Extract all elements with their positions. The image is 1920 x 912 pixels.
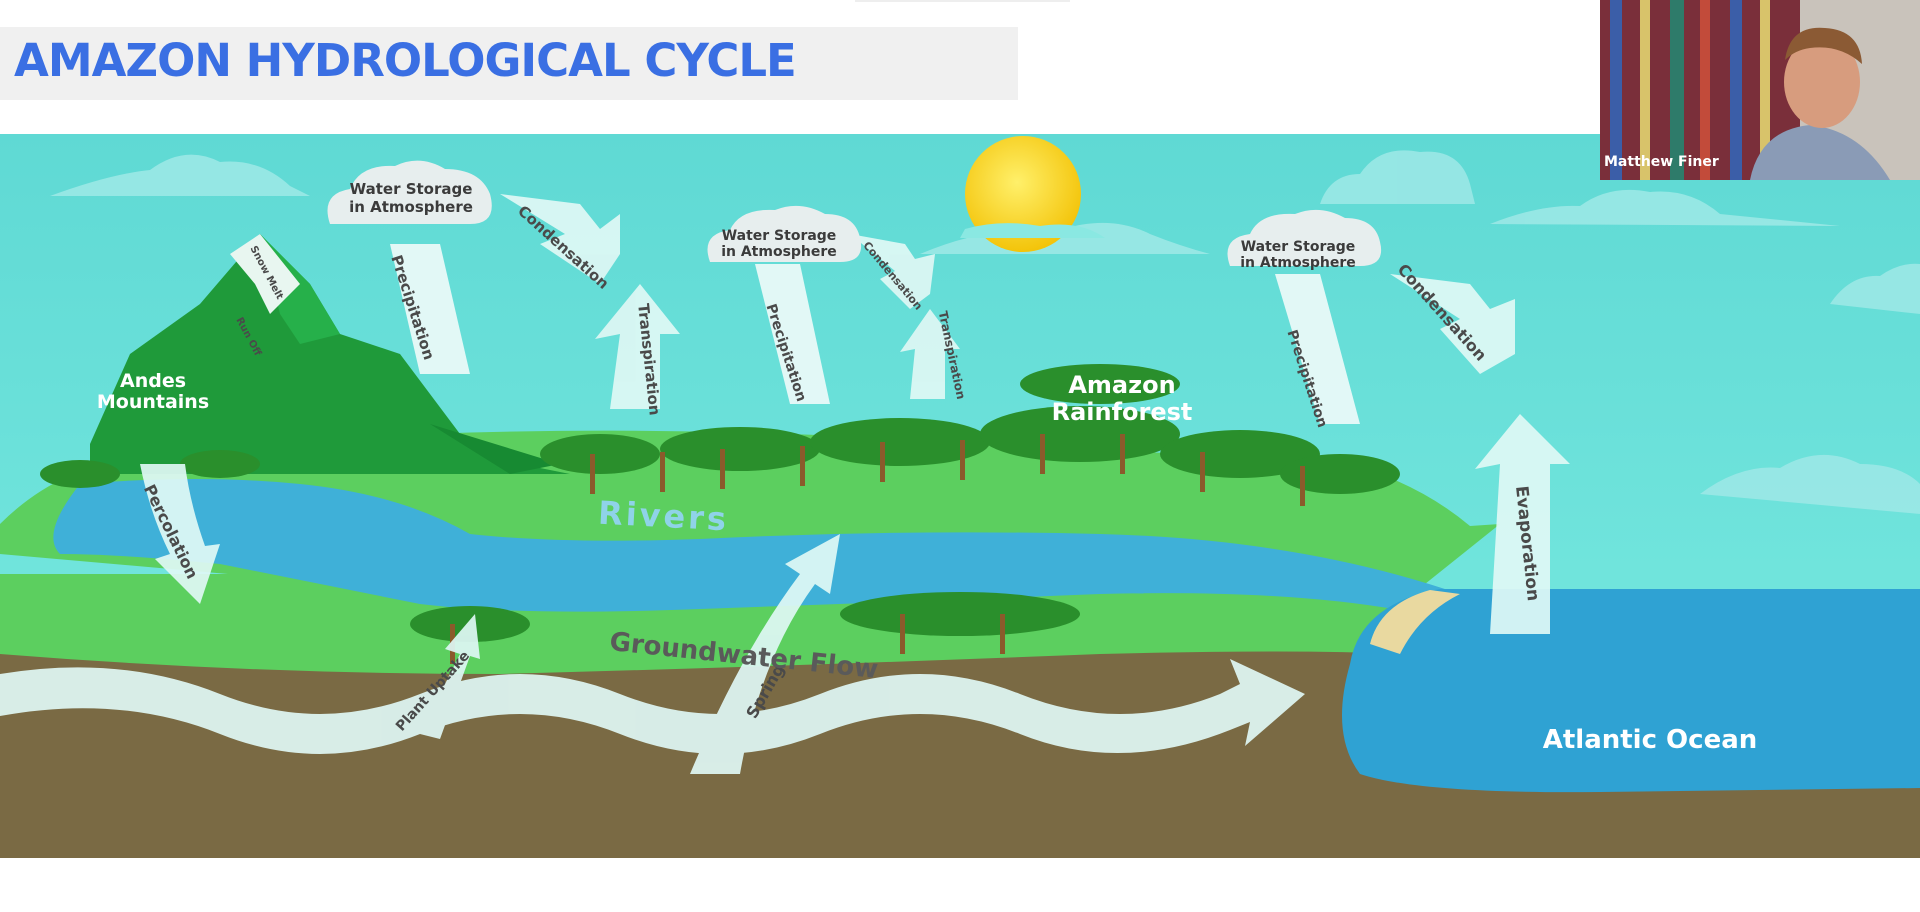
andes-label-line1: Andes <box>120 370 186 392</box>
andes-label-line2: Mountains <box>97 391 209 413</box>
sun <box>965 136 1081 252</box>
hydrological-cycle-diagram: Water Storage in Atmosphere Water Storag… <box>0 134 1920 886</box>
cloud-1-label-line1: Water Storage <box>350 180 473 198</box>
river <box>53 479 1460 614</box>
atlantic-ocean-label: Atlantic Ocean <box>1543 725 1758 755</box>
diagram-canvas: Water Storage in Atmosphere Water Storag… <box>0 134 1920 886</box>
process-arrows <box>0 194 1570 774</box>
andes-mountains <box>90 234 570 474</box>
slide-title: AMAZON HYDROLOGICAL CYCLE <box>14 34 797 87</box>
storage-cloud-1 <box>327 160 492 224</box>
atlantic-ocean <box>1342 589 1920 793</box>
cloud-2-label-line2: in Atmosphere <box>721 244 837 260</box>
participant-video-tile[interactable] <box>1600 0 1920 180</box>
rain <box>390 244 1360 424</box>
woven-textile-background <box>1600 0 1920 180</box>
cloud-1-label-line2: in Atmosphere <box>349 198 473 216</box>
cloud-3-label-line1: Water Storage <box>1241 239 1356 255</box>
participant-name: Matthew Finer <box>1604 154 1719 170</box>
rainforest-label-line1: Amazon <box>1068 371 1175 399</box>
rivers-label: Rivers <box>597 494 730 539</box>
storage-cloud-3 <box>1227 209 1382 266</box>
cloud-2-label-line1: Water Storage <box>722 228 837 244</box>
rainforest-label-line2: Rainforest <box>1052 398 1193 426</box>
cloud-3-label-line2: in Atmosphere <box>1240 255 1356 271</box>
background-clouds <box>50 150 1920 514</box>
rainforest-trees <box>40 364 1400 664</box>
storage-cloud-2 <box>707 205 862 262</box>
slide-title-bar <box>0 27 1018 100</box>
participant-video-frame <box>1600 0 1920 180</box>
participant-figure <box>1750 27 1890 180</box>
top-strip <box>855 0 1070 2</box>
